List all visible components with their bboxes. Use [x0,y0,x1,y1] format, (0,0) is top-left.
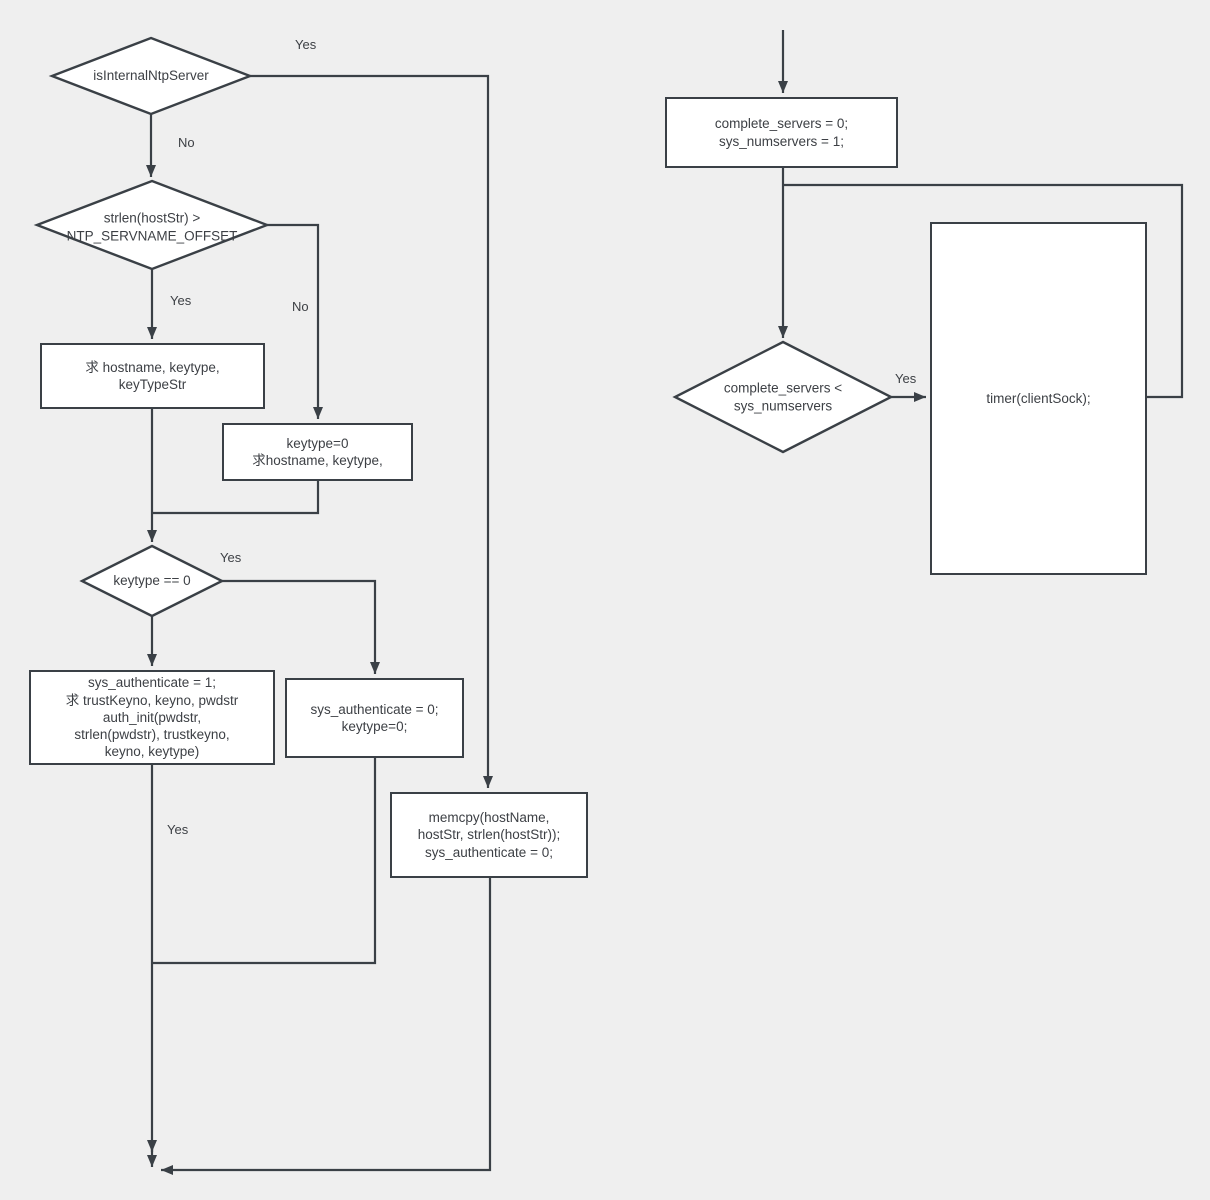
process-sys-auth-zero: sys_authenticate = 0; keytype=0; [285,678,464,758]
edge-isinternal-yes-to-memcpy [250,74,493,788]
process-keytype-zero-get-hostname: keytype=0 求hostname, keytype, [222,423,413,481]
edge-label-keytypecheck-yes: Yes [220,550,242,565]
edge-label-isinternal-yes: Yes [295,37,317,52]
decision-strlen-check-label: strlen(hostStr) > NTP_SERVNAME_OFFSET [66,210,238,243]
process-get-hostname-keytype: 求 hostname, keytype, keyTypeStr [40,343,265,409]
process-init-servers: complete_servers = 0; sys_numservers = 1… [665,97,898,168]
process-timer-clientsock: timer(clientSock); [930,222,1147,575]
decision-keytype-equals-zero-label: keytype == 0 [113,573,191,589]
decision-keytype-equals-zero-shape [79,544,225,618]
edge-keytypezero-merge [152,481,320,515]
edge-keytypecheck-yes-to-sysauthzero [222,579,380,674]
edge-label-strlen-yes: Yes [170,293,192,308]
process-auth-init: sys_authenticate = 1; 求 trustKeyno, keyn… [29,670,275,765]
edge-label-strlen-no: No [292,299,309,314]
edge-strlen-no-to-keytypezero [267,223,323,419]
process-memcpy-hostname: memcpy(hostName, hostStr, strlen(hostStr… [390,792,588,878]
edge-timer-loopback [783,183,1184,399]
edge-memcpy-to-end [161,878,492,1175]
edge-label-loopcheck-yes: Yes [895,371,917,386]
decision-is-internal-ntp-server-label: isInternalNtpServer [93,68,209,84]
edge-label-isinternal-no: No [178,135,195,150]
decision-servers-loop-check-label: complete_servers < sys_numservers [723,380,843,413]
decision-is-internal-ntp-server-shape [48,36,254,116]
edge-sysauthzero-merge [152,758,377,965]
decision-servers-loop-check-shape [672,340,894,454]
decision-strlen-check-shape [33,179,271,271]
edge-label-authinit-yes: Yes [167,822,189,837]
